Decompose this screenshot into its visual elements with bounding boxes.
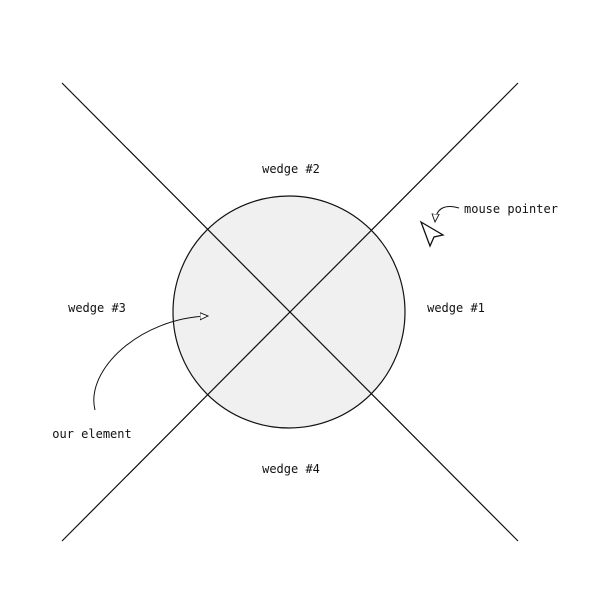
wedge-1-label: wedge #1 xyxy=(427,301,485,315)
mouse-pointer-label: mouse pointer xyxy=(464,202,558,216)
mouse-pointer-callout-arrow xyxy=(435,206,460,222)
wedge-3-label: wedge #3 xyxy=(68,301,126,315)
wedge-4-label: wedge #4 xyxy=(262,462,320,476)
wedge-2-label: wedge #2 xyxy=(262,162,320,176)
mouse-cursor-icon xyxy=(419,220,445,248)
our-element-label: our element xyxy=(52,427,131,441)
diagonal-line-sw-ne xyxy=(61,82,519,542)
our-element-callout-arrow xyxy=(93,316,208,411)
